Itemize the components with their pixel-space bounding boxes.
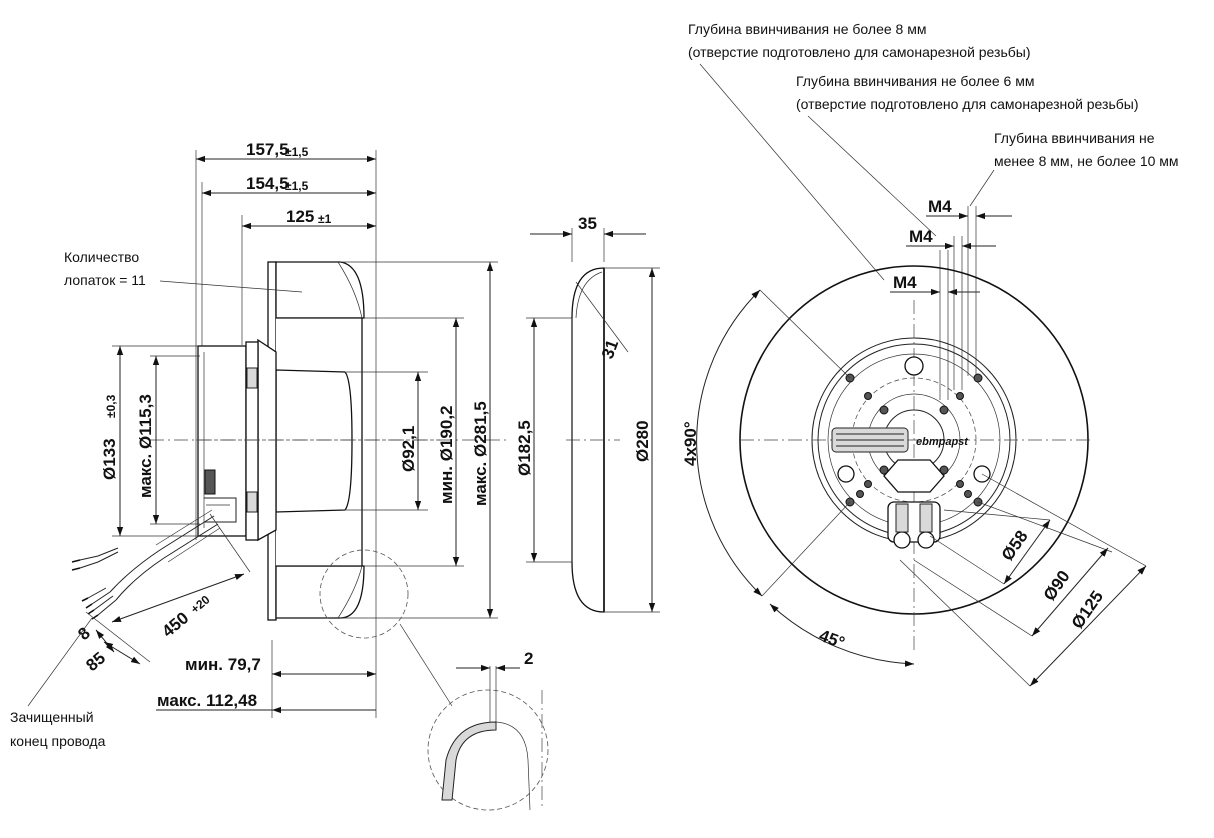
side-view: 157,5 ±1,5 154,5 ±1,5 125 ±1 Количество … [10,140,510,749]
screw-note-2-line2: (отверстие подготовлено для самонарезной… [796,96,1139,112]
dim-450-tolerance: +20 [188,592,213,616]
dim-d115: макс. Ø115,3 [136,394,155,498]
dim-125-tolerance: ±1 [318,212,332,226]
angle-4x90: 4x90° [681,421,700,466]
screw-note-1-line1: Глубина ввинчивания не более 8 мм [688,21,926,37]
angle-45: 45° [817,626,848,653]
m4-label-a: M4 [928,197,952,216]
wire-note-line2: конец провода [10,733,106,749]
detail-view: 2 [427,649,549,811]
cable-gland [887,501,941,549]
m4-label-c: M4 [893,273,917,292]
impeller-outline [257,261,365,621]
blades-note-line2: лопаток = 11 [64,272,146,288]
dim-154-5-tolerance: ±1,5 [285,179,309,193]
inlet-ring-view: 35 31 Ø182,5 Ø280 [515,214,660,613]
dim-450: 450 [158,608,192,641]
wire-note-line1: Зачищенный [10,709,94,725]
dim-125: 125 [286,207,314,226]
dim-157-5: 157,5 [246,140,289,159]
dim-2: 2 [524,649,533,668]
dim-8: 8 [74,623,93,644]
brand-logo: ebmpapst [916,436,969,448]
screw-note-2-line1: Глубина ввинчивания не более 6 мм [796,73,1034,89]
dim-d58: Ø58 [998,527,1032,564]
dim-154-5: 154,5 [246,174,289,193]
dim-d133: Ø133 [100,438,119,480]
dim-min-79-7: мин. 79,7 [185,655,261,674]
dim-157-5-tolerance: ±1,5 [285,145,309,159]
dim-d190: мин. Ø190,2 [437,405,456,504]
dim-d125: Ø125 [1068,587,1107,632]
screw-note-3-line1: Глубина ввинчивания не [994,130,1155,146]
dim-d133-tolerance: ±0,3 [104,394,118,418]
dim-d182: Ø182,5 [515,420,534,476]
m4-label-b: M4 [909,227,933,246]
dim-d90: Ø90 [1040,567,1074,604]
screw-note-1-line2: (отверстие подготовлено для самонарезной… [688,44,1031,60]
motor-housing [197,341,259,541]
screw-note-3-line2: менее 8 мм, не более 10 мм [994,153,1179,169]
dim-85: 85 [82,648,109,675]
dim-max-112-48: макс. 112,48 [157,691,257,710]
blades-note-line1: Количество [64,249,139,265]
dim-d92: Ø92,1 [399,426,418,472]
front-view: Глубина ввинчивания не более 8 мм (отвер… [681,21,1179,687]
dim-d281: макс. Ø281,5 [471,401,490,506]
dim-d280: Ø280 [633,420,652,462]
dim-35: 35 [578,214,597,233]
